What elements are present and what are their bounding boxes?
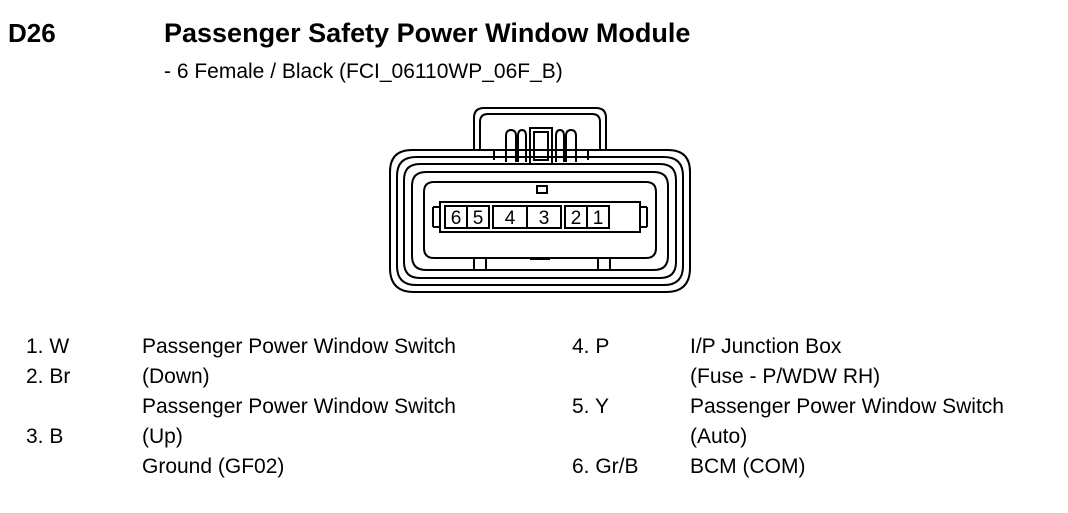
- pin-description: (Auto): [690, 425, 748, 448]
- pin-label: [26, 452, 70, 482]
- pin-label: 4. P: [572, 335, 610, 358]
- housing-shell-inner: [411, 171, 669, 271]
- polarity-key: [536, 185, 548, 194]
- pin-number-2: 2: [571, 208, 582, 229]
- bottom-post-right: [597, 257, 611, 271]
- pin-cavity-3: [526, 205, 562, 229]
- pin-description: (Fuse - P/WDW RH): [690, 365, 881, 388]
- pin-cavity-5: [466, 205, 490, 229]
- lock-tab-inner: [479, 113, 601, 150]
- lock-rib-left-2: [517, 128, 527, 162]
- pin-description: Ground (GF02): [142, 455, 285, 478]
- pin-label: 3. B: [26, 425, 64, 448]
- pin-number-1: 1: [593, 208, 604, 229]
- pin-number-4: 4: [505, 208, 516, 229]
- pin-cavity-1: [586, 205, 610, 229]
- cavity-frame: [423, 181, 657, 259]
- lock-rib-right-1: [555, 128, 565, 162]
- connector-title: Passenger Safety Power Window Module: [164, 18, 691, 48]
- lock-rib-right-2: [565, 128, 577, 162]
- pin-number-5: 5: [473, 208, 484, 229]
- pin-label: 5. Y: [572, 395, 609, 418]
- pin-label: [26, 392, 70, 422]
- pin-label: 6. Gr/B: [572, 455, 639, 478]
- connector-subtitle: - 6 Female / Black (FCI_06110WP_06F_B): [164, 60, 563, 83]
- pin-description: Passenger Power Window Switch: [690, 395, 1004, 418]
- bottom-post-left: [473, 257, 487, 271]
- right-pin-labels: 4. P 5. Y 6. Gr/B: [572, 332, 639, 482]
- pin-description: Passenger Power Window Switch: [142, 395, 456, 418]
- housing-shell-2: [396, 156, 684, 286]
- lock-rib-left-1: [505, 128, 517, 162]
- pin-row-frame: [439, 201, 641, 233]
- lock-tab-outer: [473, 107, 607, 150]
- right-pin-descriptions: I/P Junction Box (Fuse - P/WDW RH) Passe…: [690, 332, 1004, 482]
- pin-label: 2. Br: [26, 365, 71, 388]
- pin-description: (Up): [142, 425, 183, 448]
- pin-description: BCM (COM): [690, 455, 806, 478]
- pin-description: Passenger Power Window Switch: [142, 335, 456, 358]
- left-pin-labels: 1. W 2. Br 3. B: [26, 332, 70, 482]
- left-pin-descriptions: Passenger Power Window Switch (Down) Pas…: [142, 332, 456, 482]
- pin-description: (Down): [142, 365, 210, 388]
- pin-number-6: 6: [451, 208, 462, 229]
- pin-label: 1. W: [26, 335, 70, 358]
- pin-label: [572, 422, 639, 452]
- housing-shell-outer: [389, 149, 691, 293]
- pin-label: [572, 362, 639, 392]
- connector-code: D26: [8, 18, 56, 48]
- pin-description: I/P Junction Box: [690, 335, 842, 358]
- pin-number-3: 3: [539, 208, 550, 229]
- housing-shell-3: [403, 163, 677, 279]
